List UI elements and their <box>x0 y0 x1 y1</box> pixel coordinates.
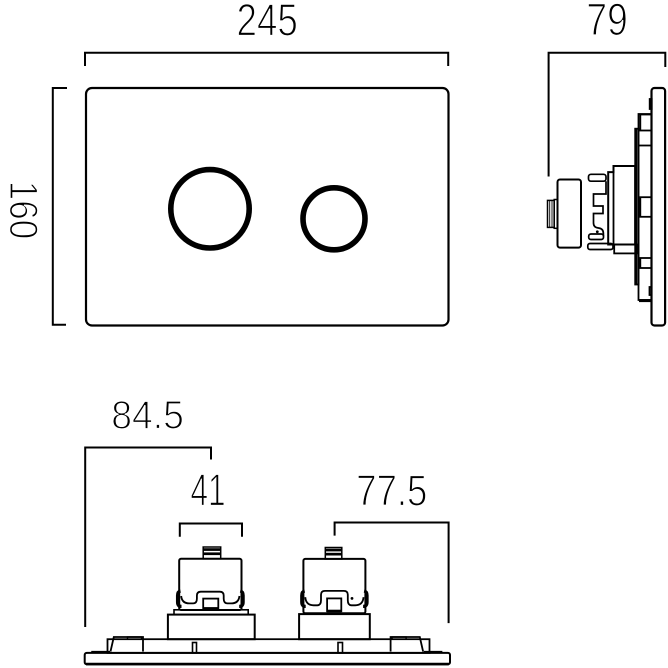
svg-text:245: 245 <box>237 0 298 45</box>
svg-text:79: 79 <box>586 0 627 45</box>
svg-text:84.5: 84.5 <box>111 393 184 437</box>
svg-text:77.5: 77.5 <box>356 465 427 515</box>
svg-text:160: 160 <box>1 181 46 239</box>
svg-text:41: 41 <box>190 466 225 516</box>
